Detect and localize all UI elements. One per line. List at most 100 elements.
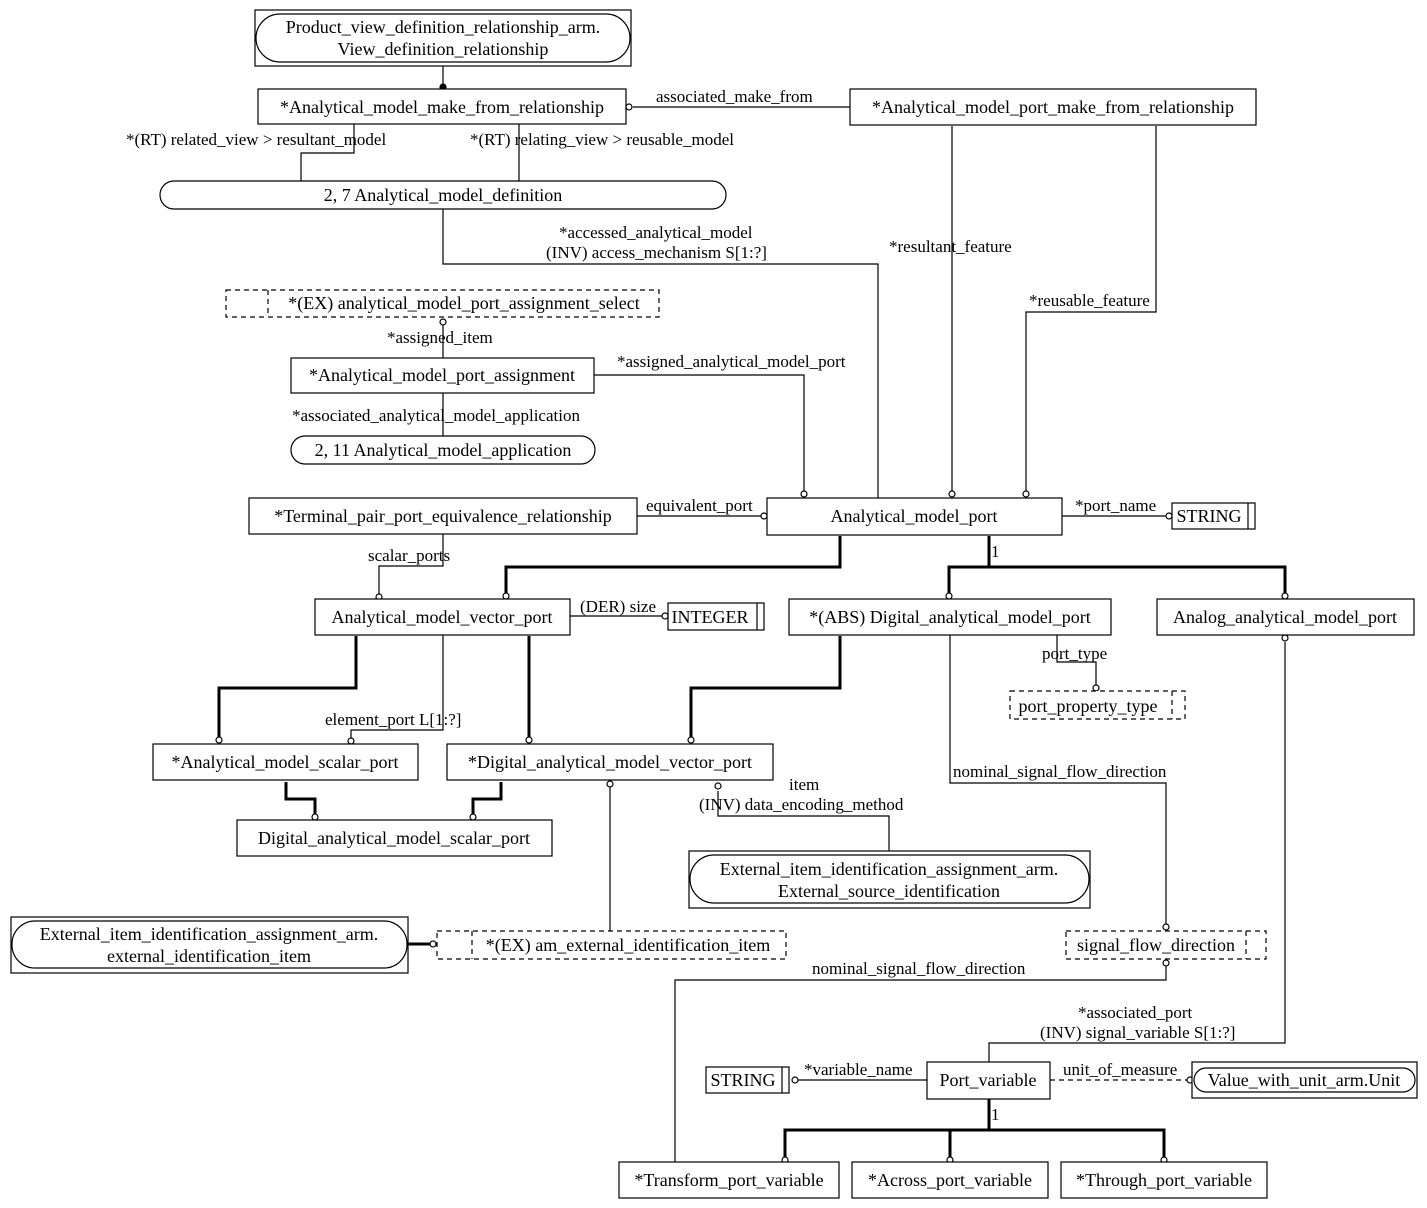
node-analytical-model-vector-port[interactable]: Analytical_model_vector_port [314,598,571,636]
label-unit-of-measure: unit_of_measure [1063,1060,1177,1079]
node-label: *(ABS) Digital_analytical_model_port [809,607,1090,628]
node-analytical-model-make-from-relationship[interactable]: *Analytical_model_make_from_relationship [257,88,627,125]
label-item: item [789,775,819,794]
connector-port-type [1056,635,1097,685]
marker [714,782,722,790]
node-digital-analytical-model-vector-port[interactable]: *Digital_analytical_model_vector_port [446,743,774,781]
marker [469,813,477,821]
connector-scalar-ports [378,534,444,595]
connector-nsfd-2 [674,965,1167,1162]
marker [215,736,223,744]
node-label: STRING [710,1070,775,1090]
connector-assigned-port [594,374,805,491]
node-label: *Digital_analytical_model_vector_port [468,752,752,772]
node-analytical-model-application[interactable]: 2, 11 Analytical_model_application [290,435,596,465]
label-reusable-feature: *reusable_feature [1029,291,1150,310]
node-string-variable-name[interactable]: STRING [705,1066,790,1094]
node-string-port-name[interactable]: STRING [1171,502,1256,530]
node-label: *(EX) analytical_model_port_assignment_s… [288,293,639,314]
tree-damp-damvp [689,636,842,738]
marker [800,490,808,498]
node-label: Analytical_model_vector_port [332,607,553,627]
marker [948,490,956,498]
marker [606,780,614,788]
marker [347,737,355,745]
node-port-variable[interactable]: Port_variable [926,1061,1051,1100]
node-through-port-variable[interactable]: *Through_port_variable [1060,1161,1268,1199]
node-label: *Analytical_model_scalar_port [172,752,399,772]
connector-reusable-feature [1025,126,1157,491]
node-label: Value_with_unit_arm.Unit [1208,1070,1400,1090]
tree-damvp-damsp [471,782,503,815]
label-resultant-feature: *resultant_feature [889,237,1012,256]
marker [625,103,633,111]
node-analytical-model-port[interactable]: Analytical_model_port [766,497,1063,536]
label-nominal-signal-flow-direction: nominal_signal_flow_direction [812,959,1026,978]
label-data-encoding: (INV) data_encoding_method [699,795,904,814]
marker [791,1076,799,1084]
node-label: Product_view_definition_relationship_arm… [286,17,600,37]
node-label: View_definition_relationship [338,39,549,59]
node-analog-analytical-model-port[interactable]: Analog_analytical_model_port [1156,598,1415,636]
tree-amvp-amsp [217,636,358,738]
node-analytical-model-port-assignment[interactable]: *Analytical_model_port_assignment [290,357,595,394]
marker [1281,634,1289,642]
label-der-size: (DER) size [580,597,656,616]
node-label: STRING [1176,506,1241,526]
marker [1281,592,1289,600]
node-label: 2, 11 Analytical_model_application [315,440,572,460]
marker [502,592,510,600]
node-analytical-model-scalar-port[interactable]: *Analytical_model_scalar_port [152,743,419,781]
node-label: *Transform_port_variable [634,1170,823,1190]
node-signal-flow-direction[interactable]: signal_flow_direction [1065,930,1267,960]
node-product-view-definition-relationship[interactable]: Product_view_definition_relationship_arm… [254,9,632,67]
node-label: Digital_analytical_model_scalar_port [258,828,530,848]
tree-amsp-damsp [284,782,317,815]
label-accessed-model: *accessed_analytical_model [559,223,753,242]
node-label: Analog_analytical_model_port [1173,607,1397,627]
node-label: *Analytical_model_port_assignment [309,365,575,385]
connectors [217,66,1287,1162]
marker [945,592,953,600]
label-assigned-item: *assigned_item [387,328,493,347]
node-transform-port-variable[interactable]: *Transform_port_variable [618,1161,840,1199]
label-access-mechanism: (INV) access_mechanism S[1:?] [546,243,767,262]
label-assigned-port: *assigned_analytical_model_port [617,352,846,371]
tree-pv-subs [783,1128,1166,1158]
marker [760,512,768,520]
node-port-property-type[interactable]: port_property_type [1009,690,1186,720]
tree-amp-subs [947,565,1287,594]
node-label: Port_variable [940,1070,1037,1090]
node-analytical-model-port-make-from-relationship[interactable]: *Analytical_model_port_make_from_relatio… [849,88,1257,126]
node-label: External_item_identification_assignment_… [40,924,378,944]
node-terminal-pair-port-equivalence-relationship[interactable]: *Terminal_pair_port_equivalence_relation… [248,497,638,535]
marker [1162,923,1170,931]
node-digital-analytical-model-scalar-port[interactable]: Digital_analytical_model_scalar_port [236,819,553,857]
connector-associated-port [988,642,1286,1062]
node-label: port_property_type [1019,696,1158,716]
node-integer[interactable]: INTEGER [667,602,765,631]
label-equivalent-port: equivalent_port [646,496,753,515]
label-port-type: port_type [1042,644,1107,663]
node-label: *(EX) am_external_identification_item [486,935,770,956]
node-analytical-model-definition[interactable]: 2, 7 Analytical_model_definition [159,180,727,210]
node-external-identification-item[interactable]: External_item_identification_assignment_… [10,916,409,974]
node-am-external-identification-item[interactable]: *(EX) am_external_identification_item [436,930,787,960]
marker [1162,959,1170,967]
label-associated-make-from: associated_make_from [656,87,813,106]
node-across-port-variable[interactable]: *Across_port_variable [851,1161,1049,1199]
label-port-name: *port_name [1075,496,1156,515]
label-associated-port: *associated_port [1078,1003,1193,1022]
marker [687,736,695,744]
node-value-with-unit[interactable]: Value_with_unit_arm.Unit [1191,1061,1418,1099]
node-digital-analytical-model-port[interactable]: *(ABS) Digital_analytical_model_port [788,598,1112,636]
marker [429,940,437,948]
label-relating-view: *(RT) relating_view > reusable_model [470,130,734,149]
marker [1092,684,1100,692]
node-label: *Across_port_variable [868,1170,1032,1190]
node-analytical-model-port-assignment-select[interactable]: *(EX) analytical_model_port_assignment_s… [225,289,660,318]
node-external-source-identification[interactable]: External_item_identification_assignment_… [688,850,1091,909]
marker [439,318,447,326]
marker [525,736,533,744]
